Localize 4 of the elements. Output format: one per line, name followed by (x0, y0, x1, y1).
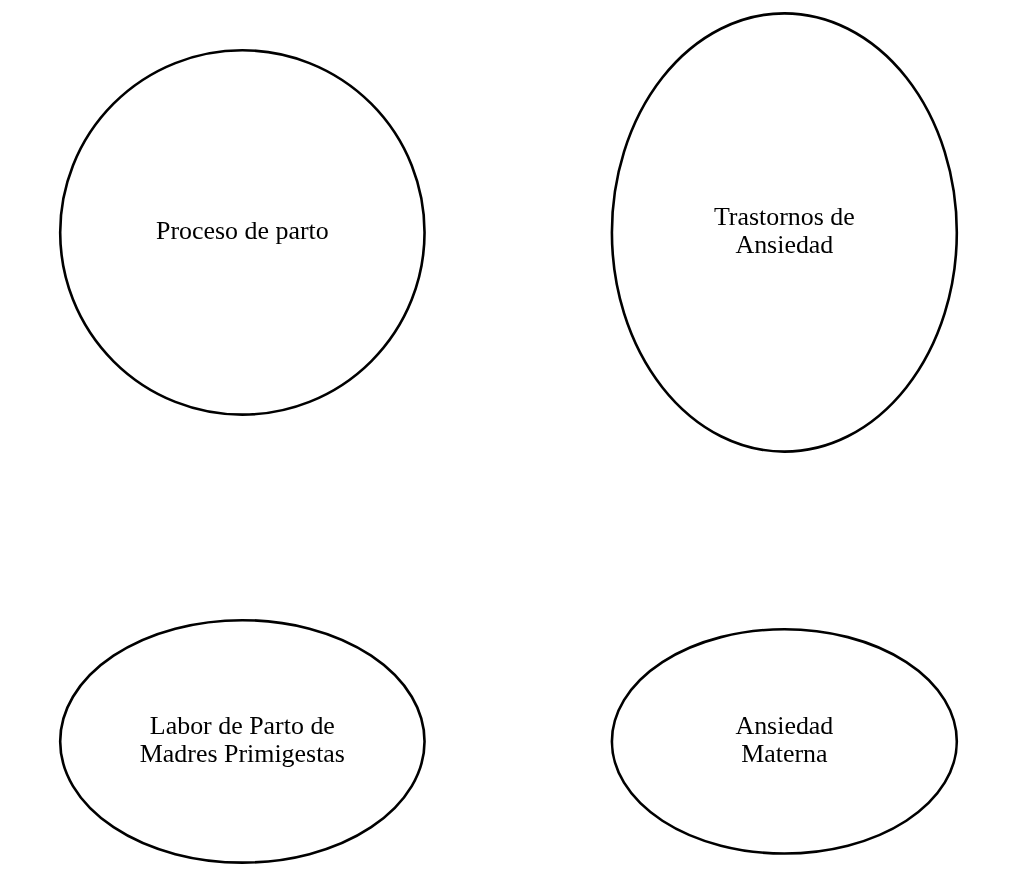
node-ellipse: Trastornos de Ansiedad (610, 12, 958, 453)
node-circle: Proceso de parto (58, 49, 426, 416)
node-ellipse: Ansiedad Materna (610, 627, 958, 855)
node-ellipse: Labor de Parto de Madres Primigestas (58, 618, 426, 864)
